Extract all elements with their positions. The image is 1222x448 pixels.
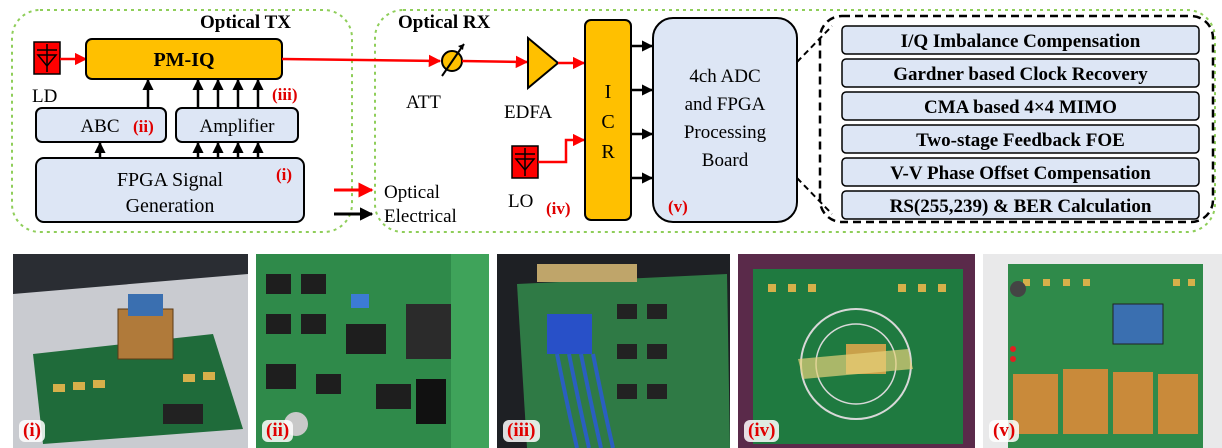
abc-label: ABC [80, 116, 119, 137]
tx-group-outline [11, 9, 353, 233]
board-line-4: Board [702, 150, 749, 171]
icr-letter-i: I [605, 81, 612, 103]
icr-letter-r: R [601, 141, 615, 163]
fpga-signal-generation-block [35, 157, 305, 223]
photo-label-i: (i) [19, 420, 45, 442]
att-attenuator-icon [441, 43, 465, 77]
board-line-1: 4ch ADC [689, 66, 760, 87]
dsp-block-label-2: CMA based 4×4 MIMO [924, 97, 1117, 118]
fpga-tag: (i) [276, 165, 292, 184]
fpga-to-amplifier-arrows [192, 141, 264, 157]
board-tag: (v) [668, 197, 688, 216]
lo-tag: (iv) [546, 199, 571, 218]
rx-group-label: Optical RX [398, 12, 491, 33]
lo-laser-icon [511, 145, 539, 179]
dsp-block-1 [841, 58, 1200, 88]
adc-fpga-processing-board-block [652, 17, 798, 223]
icr-block [584, 19, 632, 221]
photo-amplifier-board: (iii) [497, 254, 730, 448]
att-to-edfa-optical-arrow [461, 55, 529, 69]
hardware-photo-strip: (i) (ii) [0, 254, 1222, 448]
dsp-block-label-3: Two-stage Feedback FOE [916, 130, 1125, 151]
photo-processing-board: (v) [983, 254, 1222, 448]
photo-label-v: (v) [989, 420, 1020, 442]
photo-label-ii: (ii) [262, 420, 294, 442]
amplifier-label: Amplifier [200, 116, 276, 137]
photo-abc-board: (ii) [256, 254, 489, 448]
board-to-dsp-connector-bottom [796, 177, 833, 215]
dsp-block-4 [841, 157, 1200, 187]
dsp-functions-box [818, 14, 1215, 224]
edfa-label: EDFA [504, 102, 552, 123]
dsp-block-label-0: I/Q Imbalance Compensation [901, 31, 1141, 52]
abc-tag: (ii) [133, 117, 154, 136]
amplifier-tag: (iii) [272, 85, 298, 104]
dsp-block-label-1: Gardner based Clock Recovery [893, 64, 1148, 85]
system-block-diagram: Optical TX Optical RX LD PM-IQ ABC (ii) … [11, 9, 1216, 233]
ld-laser-icon [33, 41, 61, 75]
dsp-block-0 [841, 25, 1200, 55]
dsp-block-2 [841, 91, 1200, 121]
legend-optical-label: Optical [384, 182, 440, 203]
ld-label: LD [32, 86, 57, 107]
board-to-dsp-connector-top [796, 25, 833, 63]
board-line-3: Processing [684, 122, 767, 143]
photo-label-iii: (iii) [503, 420, 540, 442]
pmiq-to-att-optical-fiber [281, 54, 442, 68]
lo-label: LO [508, 191, 533, 212]
dsp-block-5 [841, 190, 1200, 220]
dsp-block-label-5: RS(255,239) & BER Calculation [890, 196, 1152, 217]
photo-label-iv: (iv) [744, 420, 780, 442]
photo-icr-board: (iv) [738, 254, 975, 448]
fpga-line-1: FPGA Signal [117, 169, 224, 191]
icr-letter-c: C [601, 111, 614, 133]
tx-group-label: Optical TX [200, 12, 291, 33]
board-line-2: and FPGA [685, 94, 766, 115]
fpga-line-2: Generation [126, 195, 215, 217]
rx-group-outline [374, 9, 1216, 233]
pm-iq-label: PM-IQ [153, 49, 214, 71]
icr-to-board-arrows [631, 40, 654, 184]
att-label-text: ATT [406, 92, 441, 113]
amplifier-to-pmiq-arrows [192, 78, 264, 107]
edfa-amplifier-icon [527, 35, 560, 91]
dsp-block-3 [841, 124, 1200, 154]
legend-electrical-label: Electrical [384, 206, 457, 227]
lo-to-icr-optical-path [538, 133, 586, 164]
dsp-block-label-4: V-V Phase Offset Compensation [890, 163, 1151, 184]
photo-fpga-signal-generation: (i) [13, 254, 248, 448]
